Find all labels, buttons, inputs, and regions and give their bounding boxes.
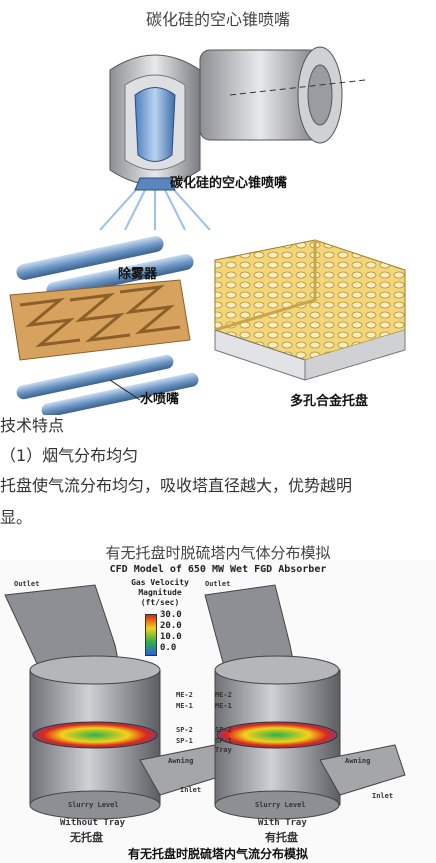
water-nozzle-label: 水喷嘴 xyxy=(140,392,180,407)
right-sp2-label: SP-2 xyxy=(215,726,232,734)
tray-drawing xyxy=(214,239,406,381)
cfd-figure: CFD Model of 650 MW Wet FGD Absorber Gas… xyxy=(0,560,436,863)
left-sp1-label: SP-1 xyxy=(176,737,193,745)
right-outlet-label: Outlet xyxy=(205,580,231,588)
with-tray-en: With Tray xyxy=(258,818,307,828)
left-me2-label: ME-2 xyxy=(176,691,193,699)
legend-value-10: 10.0 xyxy=(160,632,182,642)
legend-title: Gas Velocity Magnitude (ft/sec) xyxy=(131,578,189,607)
right-me2-label: ME-2 xyxy=(215,691,232,699)
left-awning-label: Awning xyxy=(168,757,194,765)
without-tray-cn: 无托盘 xyxy=(70,831,103,844)
right-awning-label: Awning xyxy=(345,757,371,765)
cfd-bottom-caption: 有无托盘时脱硫塔内气流分布模拟 xyxy=(127,847,308,861)
tray-illustration xyxy=(210,230,410,385)
right-sp1-label: SP-1 xyxy=(215,737,232,745)
legend-values: 30.0 20.0 10.0 0.0 xyxy=(160,610,182,654)
demister-drawing xyxy=(9,236,199,418)
body-line-2: 显。 xyxy=(0,508,33,527)
figure1-title: 碳化硅的空心锥喷嘴 xyxy=(145,10,290,29)
right-slurry-label: Slurry Level xyxy=(255,801,306,809)
with-tray-cn: 有托盘 xyxy=(265,831,298,844)
demister-label: 除雾器 xyxy=(118,267,158,282)
legend-value-0: 0.0 xyxy=(160,643,177,653)
right-me1-label: ME-1 xyxy=(215,702,232,710)
left-slurry-label: Slurry Level xyxy=(68,801,119,809)
cfd-drawing xyxy=(4,584,406,820)
legend-value-20: 20.0 xyxy=(160,621,182,631)
legend-value-30: 30.0 xyxy=(160,610,182,620)
without-tray-en: Without Tray xyxy=(60,818,126,828)
left-me1-label: ME-1 xyxy=(176,702,193,710)
point-heading: （1）烟气分布均匀 xyxy=(0,446,139,465)
cfd-title: CFD Model of 650 MW Wet FGD Absorber xyxy=(109,564,327,575)
nozzle-label: 碳化硅的空心锥喷嘴 xyxy=(170,176,288,191)
left-outlet-label: Outlet xyxy=(14,580,40,588)
figure3-title: 有无托盘时脱硫塔内气体分布模拟 xyxy=(105,544,331,562)
left-sp2-label: SP-2 xyxy=(176,726,193,734)
right-tray-label: Tray xyxy=(215,746,232,754)
left-inlet-label: Inlet xyxy=(180,786,202,794)
legend-colorbar xyxy=(145,614,157,656)
demister-illustration xyxy=(0,230,210,418)
nozzle-illustration xyxy=(80,30,370,231)
tray-label: 多孔合金托盘 xyxy=(290,394,369,409)
body-line-1: 托盘使气流分布均匀，吸收塔直径越大，优势越明 xyxy=(0,476,353,495)
section-heading: 技术特点 xyxy=(0,416,65,435)
right-inlet-label: Inlet xyxy=(372,792,394,800)
nozzle-drawing xyxy=(99,46,366,231)
